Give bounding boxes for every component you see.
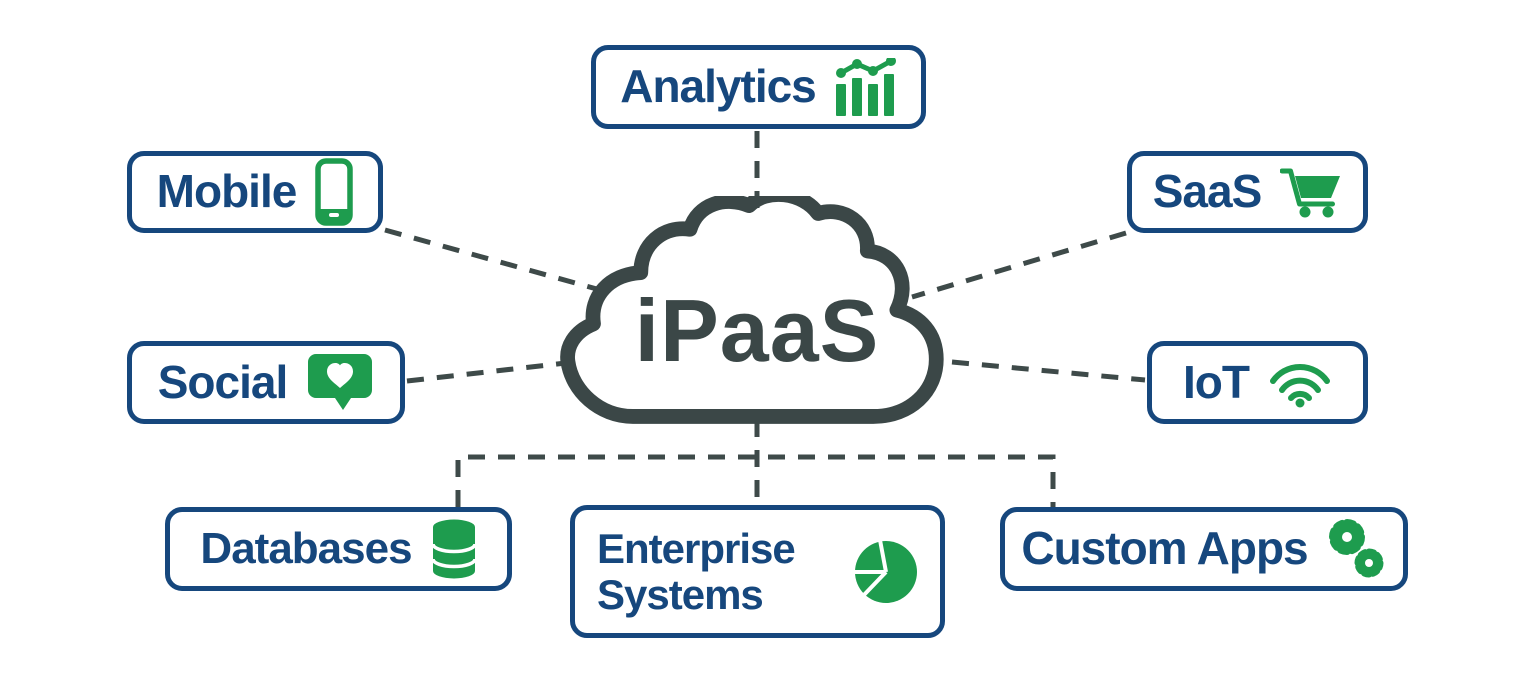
- cloud-title: iPaaS: [634, 281, 880, 380]
- node-enterprise-systems: Enterprise Systems: [570, 505, 945, 638]
- node-social: Social: [127, 341, 405, 424]
- node-iot: IoT: [1147, 341, 1368, 424]
- node-analytics: Analytics: [591, 45, 926, 129]
- node-iot-label: IoT: [1183, 355, 1250, 408]
- node-saas: SaaS: [1127, 151, 1368, 233]
- connector-iot: [951, 359, 1146, 383]
- node-mobile: Mobile: [127, 151, 383, 233]
- node-custom-apps-label: Custom Apps: [1021, 522, 1308, 575]
- connector-social: [406, 360, 567, 384]
- wifi-icon: [1269, 363, 1330, 407]
- node-enterprise-systems-label: Enterprise Systems: [597, 525, 796, 618]
- node-custom-apps: Custom Apps: [1000, 507, 1408, 591]
- node-databases-label: Databases: [200, 524, 412, 574]
- smartphone-icon: [315, 158, 354, 226]
- database-icon: [430, 519, 477, 579]
- node-social-label: Social: [157, 355, 289, 408]
- node-mobile-label: Mobile: [156, 165, 298, 218]
- cloud-icon: [560, 196, 944, 424]
- gears-icon: [1328, 519, 1384, 578]
- node-databases: Databases: [165, 507, 512, 591]
- node-analytics-label: Analytics: [620, 60, 817, 113]
- node-saas-label: SaaS: [1152, 165, 1263, 218]
- heart-message-icon: [308, 353, 373, 410]
- shopping-cart-icon: [1280, 168, 1341, 218]
- connector-bottom-elbow: [455, 454, 1056, 507]
- bar-chart-icon: [835, 58, 896, 116]
- pie-chart-icon: [854, 539, 917, 603]
